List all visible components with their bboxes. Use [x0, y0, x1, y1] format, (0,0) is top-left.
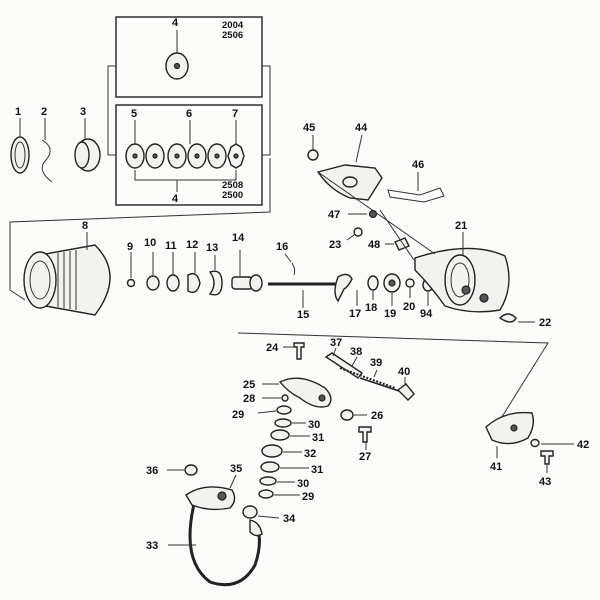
part-label-17: 17	[349, 308, 361, 320]
part-label-10: 10	[144, 237, 156, 249]
cover-part-22	[498, 313, 517, 323]
part-label-4-top: 4	[172, 17, 179, 29]
part-label-7: 7	[232, 108, 238, 120]
part-label-41: 41	[490, 461, 502, 473]
model-label-top-a: 2004	[222, 20, 244, 31]
part-label-11: 11	[165, 240, 177, 252]
part-label-6: 6	[186, 108, 192, 120]
washer-part-11	[166, 274, 180, 292]
bearing-part-32	[261, 444, 283, 458]
part-label-36: 36	[146, 465, 158, 477]
part-label-1: 1	[15, 106, 21, 118]
part-label-3: 3	[80, 106, 86, 118]
model-label-top-b: 2506	[222, 30, 243, 41]
washer-part-30-bottom	[259, 476, 277, 486]
part-label-22: 22	[539, 317, 551, 329]
part-label-44: 44	[355, 122, 368, 134]
washer-part-28	[281, 394, 289, 402]
bail-support-part-25	[278, 377, 332, 408]
part-label-24: 24	[266, 342, 279, 354]
cover-part-41	[485, 411, 535, 445]
bushing-part-47	[368, 209, 378, 219]
knob-part-40	[396, 383, 415, 401]
bail-wire-part-46	[387, 187, 445, 203]
washer-part-9	[126, 278, 136, 288]
part-label-31-bottom: 31	[311, 464, 323, 476]
clip-part-2	[41, 139, 53, 183]
part-label-27: 27	[359, 451, 371, 463]
part-label-39: 39	[370, 357, 382, 369]
bushing-part-10	[146, 275, 160, 291]
part-label-47: 47	[328, 209, 340, 221]
part-label-32: 32	[304, 448, 316, 460]
bearing-part-31-bottom	[260, 461, 280, 473]
part-label-42: 42	[577, 439, 589, 451]
washer-part-26	[340, 409, 354, 421]
part-label-43: 43	[539, 476, 551, 488]
part-label-23: 23	[329, 239, 341, 251]
screw-part-45	[307, 149, 319, 161]
part-label-5: 5	[131, 108, 137, 120]
model-label-bottom-a: 2508	[222, 180, 243, 191]
part-label-13: 13	[206, 242, 218, 254]
bearing-part-18	[367, 275, 379, 291]
bearing-part-31-top	[270, 429, 290, 441]
part-label-18: 18	[365, 302, 377, 314]
part-label-35: 35	[230, 463, 242, 475]
washer-part-36	[184, 464, 198, 476]
part-label-31-top: 31	[312, 432, 324, 444]
screw-part-27	[358, 426, 372, 443]
part-label-30-top: 30	[308, 419, 320, 431]
slider-part-17	[334, 273, 353, 303]
washer-part-42	[530, 438, 540, 448]
part-label-28: 28	[243, 393, 255, 405]
part-label-30-bottom: 30	[297, 478, 309, 490]
line-roller-part-35	[185, 486, 236, 511]
pin-part-48	[394, 237, 410, 251]
pin-part-16	[291, 262, 296, 276]
pinion-part-14	[231, 276, 253, 290]
screw-part-43	[540, 450, 554, 465]
part-label-33: 33	[146, 540, 158, 552]
spring-part-38	[339, 367, 396, 389]
part-label-20: 20	[403, 301, 415, 313]
part-label-37: 37	[330, 337, 342, 349]
part-label-12: 12	[186, 239, 198, 251]
washer-part-29-bottom	[258, 489, 274, 499]
part-label-45: 45	[303, 122, 315, 134]
roller-part-34	[242, 505, 258, 519]
part-label-9: 9	[127, 241, 133, 253]
shaft-part-39	[359, 377, 403, 393]
model-box-top	[115, 16, 263, 98]
part-label-4-bottom: 4	[172, 193, 179, 205]
part-label-15: 15	[297, 309, 309, 321]
part-label-2: 2	[41, 106, 47, 118]
part-label-46: 46	[412, 159, 424, 171]
model-label-bottom-b: 2500	[222, 190, 243, 201]
spring-part-13	[208, 270, 223, 296]
part-label-21: 21	[455, 220, 467, 232]
washer-part-20	[405, 278, 415, 288]
part-label-19: 19	[384, 308, 396, 320]
part-label-14: 14	[232, 232, 245, 244]
part-label-26: 26	[371, 410, 383, 422]
part-label-25: 25	[243, 379, 255, 391]
part-label-29-bottom: 29	[302, 491, 314, 503]
washer-part-29-top	[276, 405, 292, 415]
clip-part-12	[187, 272, 201, 294]
part-label-38: 38	[350, 346, 362, 358]
part-label-34: 34	[283, 513, 296, 525]
part-label-40: 40	[398, 366, 410, 378]
part-label-29-top: 29	[232, 409, 244, 421]
washer-part-30-top	[274, 418, 292, 428]
part-label-8: 8	[82, 220, 88, 232]
part-label-94: 94	[420, 308, 433, 320]
screw-part-23	[353, 227, 363, 237]
part-label-16: 16	[276, 241, 288, 253]
part-label-48: 48	[368, 239, 380, 251]
screw-part-24	[293, 342, 305, 360]
